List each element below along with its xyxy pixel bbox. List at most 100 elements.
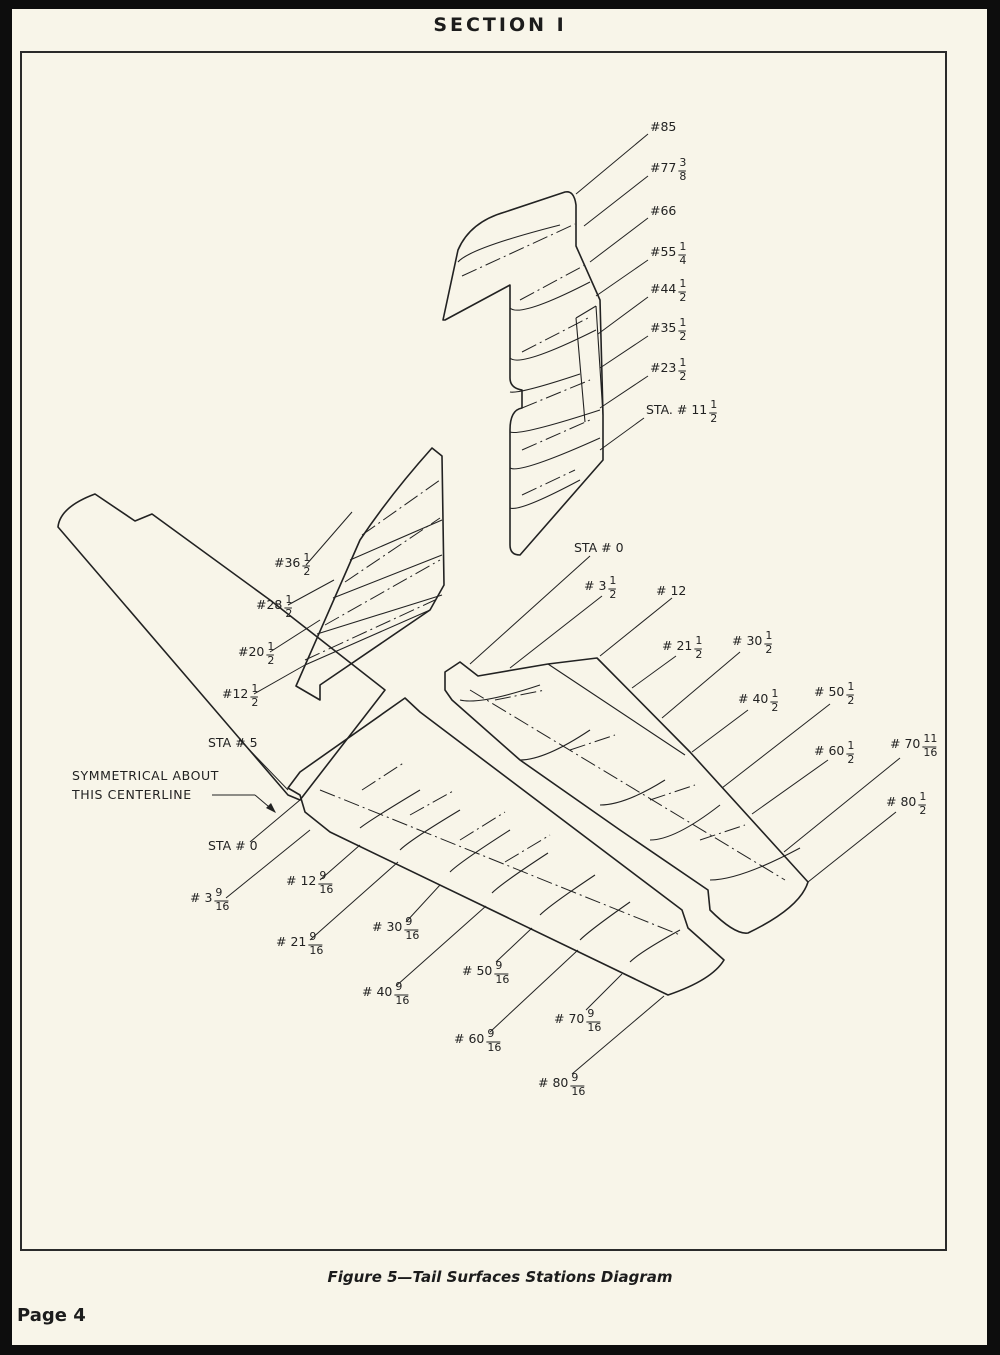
elevator_stations-numerator: 9 — [487, 1027, 494, 1040]
right_stab_stations-leader — [807, 811, 897, 883]
fin_stations-leader — [597, 296, 649, 335]
fin_stations-denominator: 8 — [679, 170, 686, 183]
right_stab_stations-number: # 80 — [886, 794, 916, 809]
fin_stations-denominator: 2 — [679, 291, 686, 304]
elevator_stations-number: # 80 — [538, 1075, 568, 1090]
right_stab_stations-denominator: 2 — [847, 694, 854, 707]
vertical-fin-drawing — [442, 190, 604, 556]
right_stab_stations-leader — [751, 759, 829, 815]
right_stab_stations-numerator: 1 — [771, 687, 778, 700]
fin_stations-numerator: 3 — [679, 156, 686, 169]
left_stab_stations-numerator: 1 — [251, 682, 258, 695]
elevator_stations-denominator: 16 — [495, 973, 509, 986]
section-title: SECTION I — [433, 14, 567, 36]
left_stab_stations-numerator: 1 — [285, 593, 292, 606]
left-stabilizer-drawing — [57, 493, 386, 801]
elevator_stations-leader — [249, 799, 301, 843]
document-page — [12, 9, 987, 1345]
fin-hinge-line — [461, 223, 591, 496]
fin_stations-numerator: 1 — [679, 277, 686, 290]
fin_stations-leader — [599, 335, 649, 369]
fin_stations-label: #85 — [575, 119, 676, 195]
elevator_stations-denominator: 16 — [571, 1085, 585, 1098]
note-line-1: SYMMETRICAL ABOUT — [72, 768, 219, 783]
right_stab_stations-number: # 50 — [814, 684, 844, 699]
elevator_stations-denominator: 16 — [309, 944, 323, 957]
right_stab_stations-leader — [469, 555, 591, 665]
fin_stations-number: #77 — [650, 160, 676, 175]
right-stabilizer-drawing — [444, 657, 809, 934]
figure-caption: Figure 5—Tail Surfaces Stations Diagram — [327, 1268, 673, 1286]
elevator_stations-leader — [585, 973, 623, 1011]
elevator_stations-numerator: 9 — [587, 1007, 594, 1020]
right-elevator-outline — [287, 697, 725, 996]
right_stab_stations-denominator: 2 — [695, 648, 702, 661]
left_stab_stations-leader — [269, 619, 321, 653]
left-elevator-drawing — [295, 447, 445, 701]
elevator_stations-label: STA # 0 — [208, 799, 301, 853]
right-stabilizer-hinge — [469, 689, 786, 881]
elevator_stations-numerator: 9 — [309, 930, 316, 943]
note-arrowhead — [266, 803, 276, 813]
elevator_stations-leader — [395, 905, 487, 987]
elevator_stations-leader — [571, 995, 665, 1075]
right_stab_stations-leader — [599, 597, 673, 657]
right_stab_stations-denominator: 2 — [771, 701, 778, 714]
elevator_stations-leader — [225, 829, 311, 899]
right_stab_stations-number: # 30 — [732, 633, 762, 648]
right_stab_stations-number: # 70 — [890, 736, 920, 751]
right_stab_stations-leader — [691, 709, 749, 753]
right_stab_stations-numerator: 1 — [609, 574, 616, 587]
fin_stations-leader — [583, 175, 649, 227]
elevator_stations-denominator: 16 — [395, 994, 409, 1007]
fin_stations-number: #66 — [650, 203, 676, 218]
fin-rudder-gap — [575, 305, 604, 423]
fin_stations-leader — [595, 259, 649, 297]
fin_stations-numerator: 1 — [679, 316, 686, 329]
fin-ribs — [457, 224, 601, 509]
left_stab_stations-denominator: 2 — [267, 654, 274, 667]
fin_stations-leader — [575, 133, 649, 195]
right_stab_stations-denominator: 16 — [923, 746, 937, 759]
left_stab_stations-leader — [253, 664, 306, 695]
right_stab_stations-numerator: 1 — [847, 739, 854, 752]
elevator_stations-number: STA # 0 — [208, 838, 258, 853]
right-elevator-drawing — [287, 697, 725, 996]
elevator_stations-numerator: 9 — [395, 980, 402, 993]
right_stab_stations-leader — [509, 595, 603, 669]
fin_stations-denominator: 4 — [679, 254, 686, 267]
fin_stations-numerator: 1 — [679, 240, 686, 253]
elevator_stations-numerator: 9 — [319, 869, 326, 882]
right_stab_stations-denominator: 2 — [919, 804, 926, 817]
left_stab_stations-numerator: 1 — [303, 551, 310, 564]
fin_stations-number: #44 — [650, 281, 676, 296]
elevator_stations-denominator: 16 — [215, 900, 229, 913]
right_stab_stations-leader — [721, 703, 831, 789]
right_stab_stations-label: # 12 — [599, 583, 686, 657]
fin_stations-number: #35 — [650, 320, 676, 335]
left_stab_stations-label: STA # 5 — [208, 735, 289, 791]
left_stab_stations-number: #12 — [222, 686, 248, 701]
elevator_stations-denominator: 16 — [405, 929, 419, 942]
fin-outline — [442, 190, 604, 556]
right_stab_stations-leader — [661, 651, 741, 719]
elevator_stations-leader — [405, 884, 441, 923]
right-elevator-hinge — [319, 761, 681, 936]
elevator_stations-number: # 60 — [454, 1031, 484, 1046]
